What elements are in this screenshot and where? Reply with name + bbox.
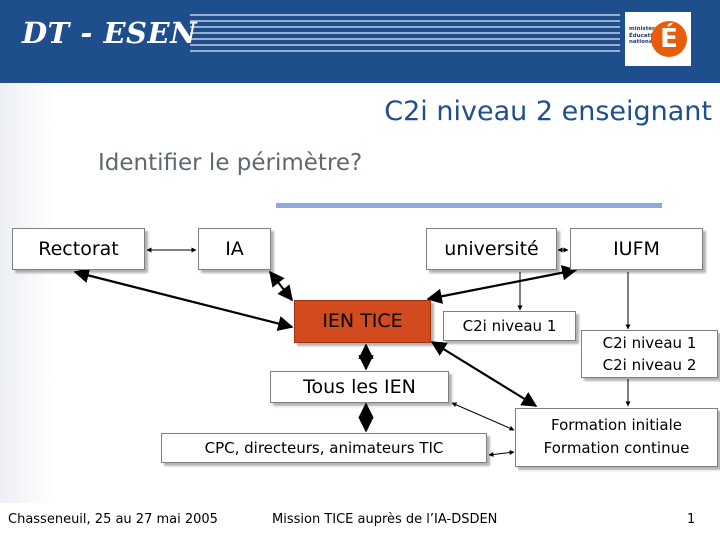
accent-bar	[276, 203, 662, 208]
footer-place-date: Chasseneuil, 25 au 27 mai 2005	[8, 512, 218, 527]
node-tous-les-ien: Tous les IEN	[270, 371, 449, 403]
node-formation: Formation initiale Formation continue	[515, 408, 718, 467]
ministry-logo: ministère Éducation nationale É	[625, 12, 691, 66]
header-bar: DT - ESEN ministère Éducation nationale …	[0, 0, 720, 83]
footer-page-number: 1	[687, 512, 696, 527]
arrow-rectorat-ien	[73, 267, 294, 332]
arrow-universite-ien	[426, 265, 578, 304]
footer-mission: Mission TICE auprès de l’IA-DSDEN	[272, 512, 498, 527]
arrow-ia-ien	[269, 270, 293, 302]
logo-circle-icon	[651, 21, 687, 57]
node-ia: IA	[198, 228, 271, 270]
logo-letter: É	[660, 24, 678, 54]
iufm-c2i-line-2: C2i niveau 2	[602, 356, 697, 374]
node-cpc: CPC, directeurs, animateurs TIC	[161, 433, 487, 463]
iufm-c2i-line-1: C2i niveau 1	[602, 334, 697, 352]
node-ien-tice: IEN TICE	[294, 300, 431, 343]
node-iufm-c2i: C2i niveau 1 C2i niveau 2	[581, 330, 718, 378]
logo-text: ministère Éducation nationale	[629, 26, 660, 45]
slide-title: C2i niveau 2 enseignant	[384, 96, 712, 127]
node-iufm: IUFM	[570, 228, 703, 270]
formation-line-1: Formation initiale	[551, 416, 682, 434]
node-universite: université	[426, 228, 557, 270]
arrow-ien-formation	[430, 341, 538, 407]
slide-subtitle: Identifier le périmètre?	[98, 150, 363, 176]
header-stripes	[190, 14, 620, 54]
brand-title: DT - ESEN	[22, 16, 198, 50]
formation-line-2: Formation continue	[543, 439, 690, 457]
arrow-tous-formation	[451, 402, 515, 431]
arrow-cpc-formation	[488, 450, 515, 457]
node-c2i-niveau-1: C2i niveau 1	[443, 311, 576, 341]
left-gradient-band	[0, 83, 55, 503]
node-rectorat: Rectorat	[12, 228, 145, 270]
